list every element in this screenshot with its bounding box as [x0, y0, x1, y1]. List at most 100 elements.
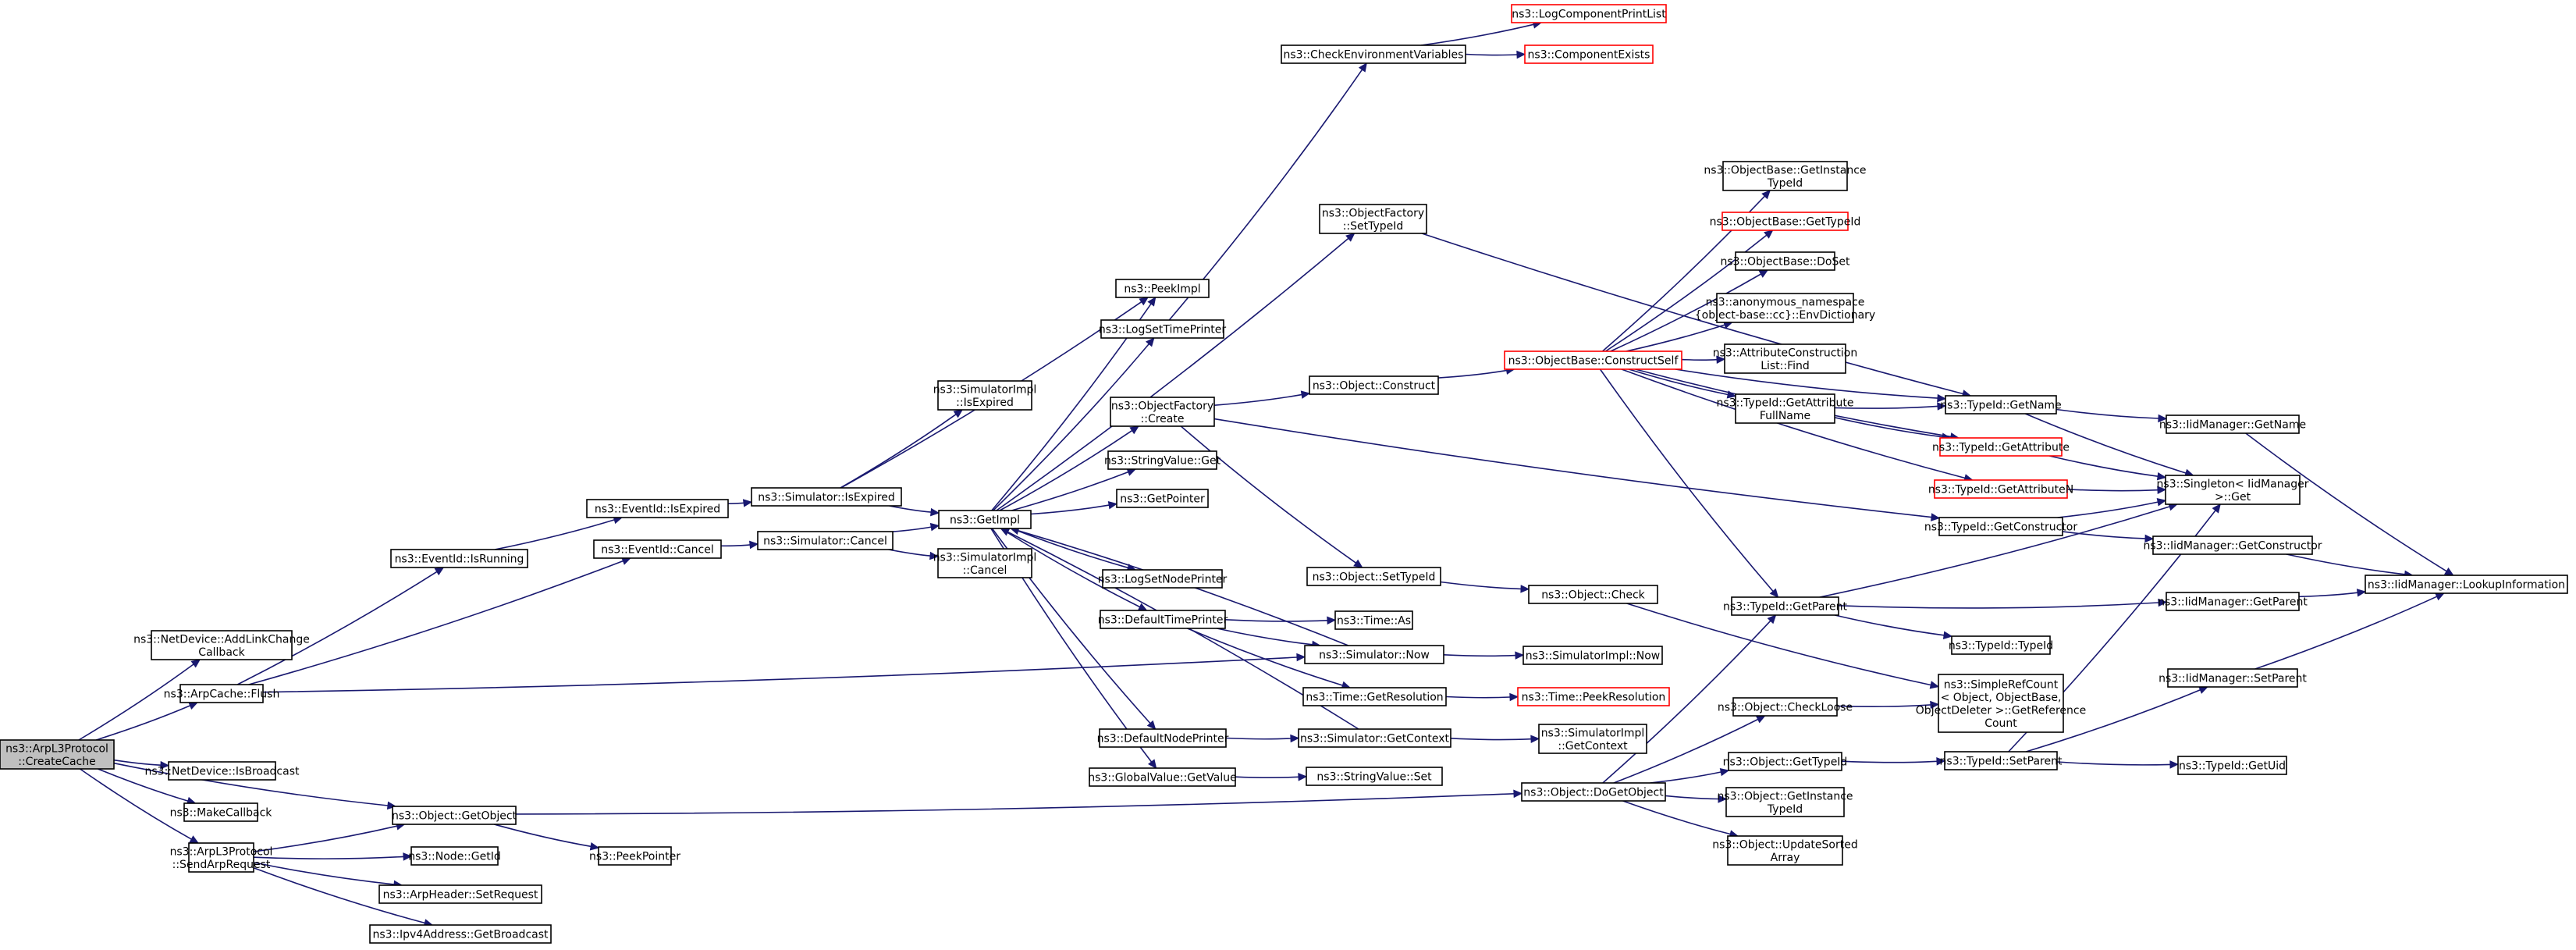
- node-box: [1511, 4, 1667, 23]
- node-defaultnodeprinter[interactable]: ns3::DefaultNodePrinter: [1097, 728, 1229, 748]
- node-label: ns3::GlobalValue::GetValue: [1088, 772, 1236, 785]
- node-label: ns3::PeekPointer: [589, 851, 680, 863]
- node-simimplisexpired[interactable]: ns3::SimulatorImpl::IsExpired: [933, 380, 1037, 411]
- node-box: [2166, 415, 2300, 434]
- edge-arrowhead: [2158, 598, 2168, 607]
- node-label: ns3::Node::GetId: [408, 851, 500, 863]
- node-stringvalueget[interactable]: ns3::StringValue::Get: [1104, 450, 1221, 470]
- node-peekimpl[interactable]: ns3::PeekImpl: [1115, 279, 1210, 298]
- node-objectgettypeid[interactable]: ns3::Object::GetTypeId: [1723, 752, 1848, 771]
- node-globalvalueget[interactable]: ns3::GlobalValue::GetValue: [1088, 767, 1237, 787]
- node-logcomponentprintlist[interactable]: ns3::LogComponentPrintList: [1511, 4, 1667, 23]
- node-timeas[interactable]: ns3::Time::As: [1334, 610, 1413, 630]
- node-getpointer[interactable]: ns3::GetPointer: [1116, 489, 1209, 508]
- node-typeidsetparent[interactable]: ns3::TypeId::SetParent: [1940, 751, 2063, 770]
- node-logsetnodeprinter[interactable]: ns3::LogSetNodePrinter: [1098, 569, 1228, 589]
- edge-flush-to-eventisrunning: [236, 567, 445, 685]
- node-label: ns3::AttributeConstruction: [1713, 347, 1857, 359]
- node-eventisrunning[interactable]: ns3::EventId::IsRunning: [390, 549, 528, 568]
- node-typeidtypeid[interactable]: ns3::TypeId::TypeId: [1949, 635, 2053, 655]
- edge-objectgettypeid-to-typeidsetparent: [1841, 757, 1946, 766]
- node-simimplnow[interactable]: ns3::SimulatorImpl::Now: [1523, 646, 1663, 665]
- edge-line: [2048, 455, 2159, 477]
- node-timepeekresolution[interactable]: ns3::Time::PeekResolution: [1517, 687, 1670, 706]
- node-logsettimeprinter[interactable]: ns3::LogSetTimePrinter: [1099, 319, 1227, 339]
- node-simcancel[interactable]: ns3::Simulator::Cancel: [757, 531, 894, 550]
- node-simimplcancel[interactable]: ns3::SimulatorImpl::Cancel: [933, 548, 1037, 578]
- node-typeidgetname[interactable]: ns3::TypeId::GetName: [1940, 395, 2062, 415]
- edge-typeidgetattributen-to-singletonget: [2066, 486, 2167, 494]
- node-constructself[interactable]: ns3::ObjectBase::ConstructSelf: [1504, 350, 1682, 370]
- node-box: [1735, 251, 1835, 271]
- edge-arrowhead: [589, 842, 600, 851]
- node-label: ns3::Object::GetObject: [392, 810, 517, 823]
- node-objfactorycreate[interactable]: ns3::ObjectFactory::Create: [1110, 397, 1215, 427]
- node-makecallback[interactable]: ns3::MakeCallback: [170, 802, 273, 822]
- node-label: FullName: [1760, 410, 1810, 422]
- node-simgetcontext[interactable]: ns3::Simulator::GetContext: [1298, 728, 1451, 748]
- node-obgettypeid[interactable]: ns3::ObjectBase::GetTypeId: [1710, 212, 1861, 231]
- edge-simisexpired-to-simimplisexpired: [840, 409, 964, 489]
- node-timegetresolution[interactable]: ns3::Time::GetResolution: [1302, 687, 1447, 706]
- node-eventisexpired[interactable]: ns3::EventId::IsExpired: [586, 499, 729, 518]
- node-simnow[interactable]: ns3::Simulator::Now: [1304, 645, 1444, 664]
- node-typeidgetattributen[interactable]: ns3::TypeId::GetAttributeN: [1928, 479, 2073, 499]
- node-componentexists[interactable]: ns3::ComponentExists: [1524, 44, 1654, 64]
- node-box: [1281, 44, 1466, 64]
- node-box: [1309, 375, 1439, 395]
- node-iidgetname[interactable]: ns3::IidManager::GetName: [2159, 415, 2306, 434]
- node-defaulttimeprinter[interactable]: ns3::DefaultTimePrinter: [1098, 610, 1228, 629]
- node-typeidgetattribute[interactable]: ns3::TypeId::GetAttribute: [1932, 437, 2070, 457]
- node-typeidgetconstructor[interactable]: ns3::TypeId::GetConstructor: [1924, 517, 2077, 536]
- node-box: [2166, 592, 2300, 611]
- node-nodegetid[interactable]: ns3::Node::GetId: [408, 846, 501, 866]
- edge-line: [236, 571, 438, 685]
- edge-line: [2057, 501, 2159, 518]
- node-stringvalueset[interactable]: ns3::StringValue::Set: [1306, 767, 1443, 786]
- node-simimplgetcontext[interactable]: ns3::SimulatorImpl::GetContext: [1538, 724, 1647, 754]
- node-box: [1727, 835, 1843, 866]
- node-objfactorysettypeid[interactable]: ns3::ObjectFactory::SetTypeId: [1319, 204, 1427, 234]
- node-objectsettypeid[interactable]: ns3::Object::SetTypeId: [1306, 567, 1441, 586]
- node-obdoset[interactable]: ns3::ObjectBase::DoSet: [1721, 251, 1850, 271]
- node-envdictionary[interactable]: ns3::anonymous_namespace{object-base::cc…: [1695, 293, 1875, 323]
- node-getobject[interactable]: ns3::Object::GetObject: [392, 806, 517, 825]
- node-singletonget[interactable]: ns3::Singleton< IidManager >::Get: [2157, 475, 2309, 505]
- edge-getimpl-to-logsettimeprinter: [993, 337, 1155, 511]
- node-checkenv[interactable]: ns3::CheckEnvironmentVariables: [1281, 44, 1466, 64]
- node-iidgetparent[interactable]: ns3::IidManager::GetParent: [2158, 592, 2308, 611]
- node-objectdogetobject[interactable]: ns3::Object::DoGetObject: [1521, 782, 1666, 802]
- node-ipv4getbroadcast[interactable]: ns3::Ipv4Address::GetBroadcast: [369, 924, 552, 944]
- node-box: [151, 630, 293, 660]
- node-arpheadersetrequest[interactable]: ns3::ArpHeader::SetRequest: [378, 884, 542, 904]
- node-objectcheckloose[interactable]: ns3::Object::CheckLoose: [1718, 697, 1853, 717]
- node-iidlookupinformation[interactable]: ns3::IidManager::LookupInformation: [2365, 575, 2568, 594]
- node-label: ns3::TypeId::SetParent: [1940, 756, 2063, 768]
- node-typeidgetuid[interactable]: ns3::TypeId::GetUid: [2177, 756, 2287, 775]
- node-typeidgetparent[interactable]: ns3::TypeId::GetParent: [1723, 596, 1847, 616]
- node-objectconstruct[interactable]: ns3::Object::Construct: [1309, 375, 1439, 395]
- node-sendarp[interactable]: ns3::ArpL3Protocol::SendArpRequest: [170, 842, 273, 873]
- node-simplerefcount[interactable]: ns3::SimpleRefCount< Object, ObjectBase,…: [1916, 674, 2086, 733]
- node-iidsetparent[interactable]: ns3::IidManager::SetParent: [2159, 668, 2307, 688]
- node-objectcheck[interactable]: ns3::Object::Check: [1528, 585, 1658, 604]
- node-box: [1524, 44, 1654, 64]
- node-label: ns3::DefaultNodePrinter: [1097, 733, 1229, 745]
- node-eventcancel[interactable]: ns3::EventId::Cancel: [593, 539, 722, 559]
- edge-objfactorycreate-to-typeidgetconstructor: [1213, 418, 1941, 521]
- node-getimpl[interactable]: ns3::GetImpl: [938, 510, 1032, 529]
- node-flush[interactable]: ns3::ArpCache::Flush: [164, 684, 280, 703]
- node-peekpointer[interactable]: ns3::PeekPointer: [589, 846, 680, 866]
- node-simisexpired[interactable]: ns3::Simulator::IsExpired: [751, 487, 902, 507]
- edge-arrowhead: [1716, 355, 1726, 365]
- node-createcache[interactable]: ns3::ArpL3Protocol::CreateCache: [0, 739, 115, 770]
- node-iidgetconstructor[interactable]: ns3::IidManager::GetConstructor: [2143, 535, 2322, 555]
- node-label: ns3::ComponentExists: [1528, 49, 1650, 62]
- node-isbroadcast[interactable]: ns3::NetDevice::IsBroadcast: [145, 761, 300, 781]
